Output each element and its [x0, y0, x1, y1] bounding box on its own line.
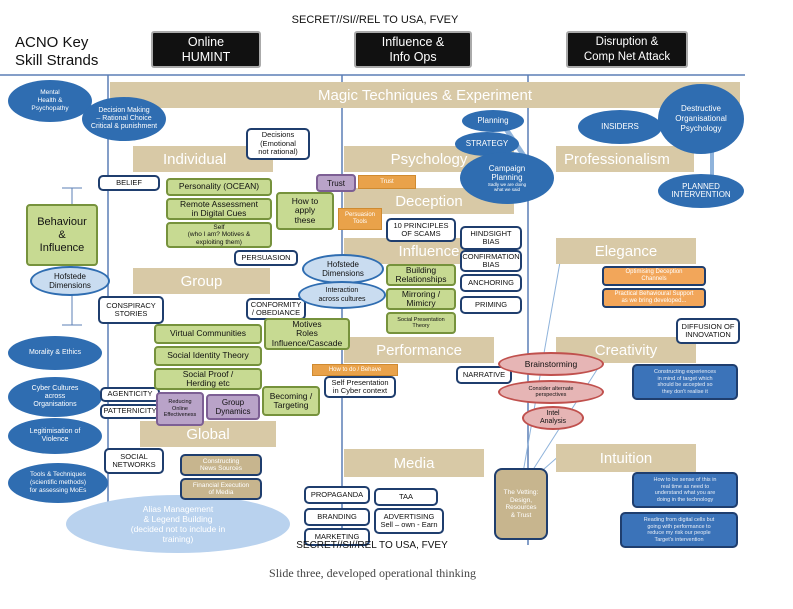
intuition-note-2: Reading from digital cells but going wit… [620, 512, 738, 548]
interaction-ellipse: Interaction across cultures [298, 281, 386, 309]
personality-box: Personality (OCEAN) [166, 178, 272, 196]
brainstorming-ellipse: Brainstorming [498, 352, 604, 376]
mirroring-box: Mirroring / Mimicry [386, 288, 456, 310]
header-influence-info-ops: Influence & Info Ops [354, 31, 472, 68]
conspiracy-box: CONSPIRACY STORIES [98, 296, 164, 324]
virtual-communities-box: Virtual Communities [154, 324, 262, 344]
reducing-effectiveness-box: Reducing Online Effectiveness [156, 392, 204, 426]
remote-assessment-box: Remote Assessment in Digital Cues [166, 198, 272, 220]
cloud-mental-health: Mental Health & Psychopathy [8, 80, 92, 122]
band-performance: Performance [344, 337, 494, 363]
cloud-alias-management: Alias Management & Legend Building (deci… [66, 495, 290, 553]
social-presentation-box: Social Presentation Theory [386, 312, 456, 334]
social-networks-box: SOCIAL NETWORKS [104, 448, 164, 474]
hofstede-center-ellipse: Hofstede Dimensions [302, 254, 384, 284]
ten-principles-box: 10 PRINCIPLES OF SCAMS [386, 218, 456, 242]
band-creativity: Creativity [556, 337, 696, 363]
header-online-humint: Online HUMINT [151, 31, 261, 68]
cloud-campaign-planning: Campaign Planning Sadly we are doing wha… [460, 152, 554, 204]
band-intuition: Intuition [556, 444, 696, 472]
advertising-box: ADVERTISING Sell – own - Earn [374, 508, 444, 534]
optimising-box: Optimising Deception Channels [602, 266, 706, 286]
how-to-apply-box: How to apply these [276, 192, 334, 230]
band-media: Media [344, 449, 484, 477]
social-identity-box: Social Identity Theory [154, 346, 262, 366]
patternicity-box: PATTERNICITY [100, 404, 160, 419]
motives-roles-box: Motives Roles Influence/Cascade [264, 318, 350, 350]
band-group: Group [133, 268, 270, 294]
persuasion-box: PERSUASION [234, 250, 298, 266]
page-title: ACNO Key Skill Strands [15, 34, 99, 69]
behaviour-influence-box: Behaviour & Influence [26, 204, 98, 266]
branding-box: BRANDING [304, 508, 370, 526]
social-proof-box: Social Proof / Herding etc [154, 368, 262, 390]
band-magic: Magic Techniques & Experiment [110, 82, 740, 108]
constructing-news-box: Constructing News Sources [180, 454, 262, 476]
priming-box: PRIMING [460, 296, 522, 314]
marketing-box: MARKETING [304, 528, 370, 546]
cloud-cyber-cultures: Cyber Cultures across Organisations [8, 377, 102, 417]
header-disruption-cna: Disruption & Comp Net Attack [566, 31, 688, 68]
figure-caption: Slide three, developed operational think… [269, 566, 476, 580]
group-dynamics-box: Group Dynamics [206, 394, 260, 420]
band-elegance: Elegance [556, 238, 696, 264]
practical-support-box: Practical Behavioural Support as we brin… [602, 288, 706, 308]
taa-box: TAA [374, 488, 438, 506]
narrative-box: NARRATIVE [456, 366, 512, 384]
vetting-box: The Vetting: Design, Resources & Trust [494, 468, 548, 540]
trust-tag: Trust [358, 175, 416, 189]
building-relationships-box: Building Relationships [386, 264, 456, 286]
cloud-planning: Planning [462, 110, 524, 132]
conformity-box: CONFORMITY / OBEDIANCE [246, 298, 306, 320]
slide: SECRET//SI//REL TO USA, FVEY ACNO Key Sk… [0, 14, 745, 553]
financial-execution-box: Financial Execution of Media [180, 478, 262, 500]
top-classification: SECRET//SI//REL TO USA, FVEY [291, 14, 459, 26]
campaign-planning-label: Campaign Planning [488, 164, 526, 182]
band-professionalism: Professionalism [556, 146, 694, 172]
cloud-decision-making: Decision Making – Rational Choice Critic… [82, 97, 166, 141]
alternate-perspectives-ellipse: Consider alternate perspectives [498, 380, 604, 404]
self-box: Self (who I am? Motives & exploiting the… [166, 222, 272, 248]
cloud-tools: Tools & Techniques (scientific methods) … [8, 463, 108, 503]
becoming-targeting-box: Becoming / Targeting [262, 386, 320, 416]
propaganda-box: PROPAGANDA [304, 486, 370, 504]
bottom-classification: SECRET//SI//REL TO USA, FVEY [296, 540, 448, 551]
creativity-note: Constructing experiences in mind of targ… [632, 364, 738, 400]
intuition-note-1: How to be sense of this in real time as … [632, 472, 738, 508]
how-to-do-box: How to do / Behave [312, 364, 398, 376]
band-individual: Individual [133, 146, 273, 172]
belief-box: BELIEF [98, 175, 160, 191]
trust-box: Trust [316, 174, 356, 192]
agenticity-box: AGENTICITY [100, 387, 160, 402]
cloud-destructive-psychology: Destructive Organisational Psychology [658, 84, 744, 154]
persuasion-tools-box: Persuasion Tools [338, 208, 382, 230]
cloud-morality: Morality & Ethics [8, 336, 102, 370]
hindsight-box: HINDSIGHT BIAS [460, 226, 522, 250]
cloud-legitimisation: Legitimisation of Violence [8, 418, 102, 454]
anchoring-box: ANCHORING [460, 274, 522, 292]
intel-analysis-ellipse: Intel Analysis [522, 406, 584, 430]
hofstede-left-ellipse: Hofstede Dimensions [30, 266, 110, 296]
cloud-insiders: INSIDERS [578, 110, 662, 144]
vetting-line-1 [519, 261, 561, 491]
confirmation-box: CONFIRMATION BIAS [460, 250, 522, 272]
diffusion-box: DIFFUSION OF INNOVATION [676, 318, 740, 344]
decisions-box: Decisions (Emotional not rational) [246, 128, 310, 160]
self-presentation-box: Self Presentation in Cyber context [324, 376, 396, 398]
cloud-planned-intervention: PLANNED INTERVENTION [658, 174, 744, 208]
campaign-planning-note: Sadly we are doing what we said [487, 182, 527, 192]
